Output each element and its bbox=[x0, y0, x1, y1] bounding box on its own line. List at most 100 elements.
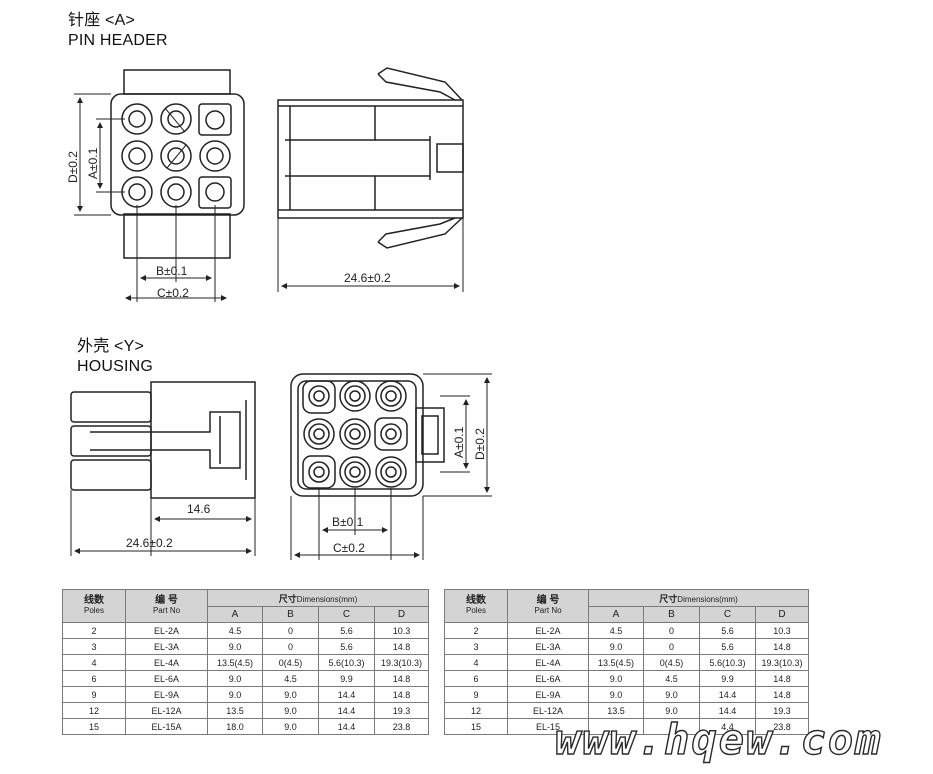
table-cell: 5.6 bbox=[318, 638, 375, 655]
table-cell: 9.0 bbox=[207, 670, 263, 687]
table-cell: 9.0 bbox=[262, 686, 319, 703]
pin-header-b-dim: B±0.1 bbox=[156, 264, 188, 278]
table-cell: 4.5 bbox=[643, 670, 700, 687]
housing-a-dim: A±0.1 bbox=[452, 426, 466, 458]
table-cell: 14.8 bbox=[373, 670, 430, 687]
table-cell: 9 bbox=[62, 686, 126, 703]
table-cell: 23.8 bbox=[373, 718, 430, 735]
table-cell: 5.6(10.3) bbox=[699, 654, 756, 671]
table-cell: 10.3 bbox=[373, 622, 430, 639]
table-cell: 14.8 bbox=[754, 686, 810, 703]
table-cell: 10.3 bbox=[754, 622, 810, 639]
table-cell: 14.8 bbox=[754, 670, 810, 687]
dim-col-header: D bbox=[754, 606, 810, 623]
table-cell: EL-9A bbox=[507, 686, 589, 703]
table-cell: 14.4 bbox=[318, 718, 375, 735]
housing-length-dim: 24.6±0.2 bbox=[126, 536, 173, 550]
table-cell: 9.0 bbox=[262, 702, 319, 719]
table-cell: EL-15A bbox=[125, 718, 208, 735]
dim-col-header: B bbox=[643, 606, 700, 623]
table-cell: 13.5 bbox=[207, 702, 263, 719]
table-cell: 9.0 bbox=[207, 638, 263, 655]
table-cell: 5.6 bbox=[699, 622, 756, 639]
dim-col-header: D bbox=[373, 606, 430, 623]
table-cell: 4.5 bbox=[262, 670, 319, 687]
pin-header-side-view bbox=[277, 67, 464, 249]
part-no-header: 编 号 Part No bbox=[125, 589, 208, 623]
table-cell: 14.4 bbox=[318, 702, 375, 719]
housing-title-en: HOUSING bbox=[77, 358, 154, 375]
table-cell: 9.9 bbox=[318, 670, 375, 687]
dim-col-header: B bbox=[262, 606, 319, 623]
table-cell: EL-2A bbox=[507, 622, 589, 639]
watermark: www.hqew.com bbox=[554, 714, 883, 764]
table-cell: EL-9A bbox=[125, 686, 208, 703]
table-cell: 14.4 bbox=[318, 686, 375, 703]
table-cell: 9.9 bbox=[699, 670, 756, 687]
table-cell: EL-3A bbox=[507, 638, 589, 655]
pin-header-length-dim: 24.6±0.2 bbox=[344, 271, 391, 285]
table-cell: 9.0 bbox=[588, 638, 644, 655]
table-cell: 14.8 bbox=[373, 686, 430, 703]
table-cell: 18.0 bbox=[207, 718, 263, 735]
table-cell: 15 bbox=[62, 718, 126, 735]
table-cell: 2 bbox=[62, 622, 126, 639]
table-cell: 19.3 bbox=[373, 702, 430, 719]
table-cell: 12 bbox=[444, 702, 508, 719]
table-cell: 2 bbox=[444, 622, 508, 639]
table-cell: 9.0 bbox=[643, 686, 700, 703]
table-cell: 0(4.5) bbox=[262, 654, 319, 671]
table-cell: 6 bbox=[62, 670, 126, 687]
table-cell: EL-4A bbox=[507, 654, 589, 671]
table-cell: 12 bbox=[62, 702, 126, 719]
table-cell: 23.8 bbox=[754, 718, 810, 735]
dim-col-header: A bbox=[207, 606, 263, 623]
housing-b-dim: B±0.1 bbox=[332, 515, 364, 529]
table-cell: 19.3(10.3) bbox=[373, 654, 430, 671]
housing-d-dim: D±0.2 bbox=[473, 428, 487, 460]
dim-col-header: C bbox=[318, 606, 375, 623]
table-cell: 6 bbox=[444, 670, 508, 687]
table-cell: 4 bbox=[62, 654, 126, 671]
table-cell: 9.0 bbox=[262, 718, 319, 735]
table-cell: 13.5(4.5) bbox=[588, 654, 644, 671]
housing-c-dim: C±0.2 bbox=[333, 541, 365, 555]
table-cell: 19.3(10.3) bbox=[754, 654, 810, 671]
table-cell: 0 bbox=[643, 638, 700, 655]
dimensions-header: 尺寸Dimensions(mm) bbox=[206, 589, 430, 607]
pin-header-title-en: PIN HEADER bbox=[68, 32, 168, 49]
dimensions-header: 尺寸Dimensions(mm) bbox=[587, 589, 810, 607]
housing-front-view bbox=[290, 373, 445, 497]
table-cell: 0 bbox=[643, 622, 700, 639]
pin-header-d-dim: D±0.2 bbox=[66, 151, 80, 183]
pin-header-title-cn: 针座 <A> bbox=[68, 12, 136, 29]
table-cell: EL-6A bbox=[125, 670, 208, 687]
table-cell: 9.0 bbox=[588, 686, 644, 703]
table-cell: 4.5 bbox=[207, 622, 263, 639]
part-no-header: 编 号 Part No bbox=[507, 589, 589, 623]
pin-header-a-dim: A±0.1 bbox=[86, 147, 100, 179]
table-cell: EL-6A bbox=[507, 670, 589, 687]
table-cell: 9 bbox=[444, 686, 508, 703]
housing-inner-dim: 14.6 bbox=[187, 502, 211, 516]
table-cell: 3 bbox=[444, 638, 508, 655]
housing-title-cn: 外壳 <Y> bbox=[77, 338, 145, 355]
table-cell: 14.4 bbox=[699, 686, 756, 703]
table-cell: 0 bbox=[262, 622, 319, 639]
housing-side-view bbox=[70, 381, 256, 499]
